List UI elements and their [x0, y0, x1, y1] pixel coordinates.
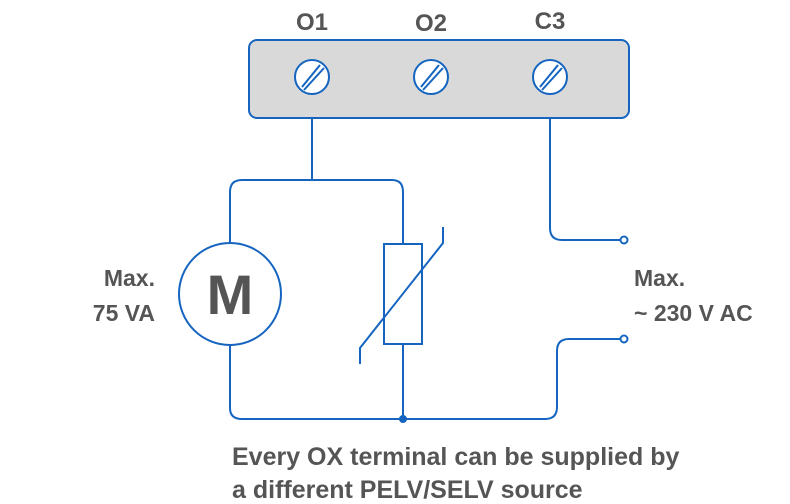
screw-terminal-o1 [294, 59, 330, 95]
terminal-label-c3: C3 [535, 8, 566, 35]
motor-rating-line1: Max. [104, 265, 155, 291]
note-line2: a different PELV/SELV source [232, 476, 583, 504]
supply-label-line2: ~ 230 V AC [634, 300, 753, 326]
motor-letter: M [207, 263, 254, 326]
wire-load-loop [229, 179, 404, 243]
wire-load-return [229, 338, 622, 420]
terminal-label-o2: O2 [415, 10, 447, 37]
junction-dot [399, 415, 407, 423]
supply-terminal-bottom [619, 334, 629, 344]
note-line1: Every OX terminal can be supplied by [232, 443, 679, 471]
screw-terminal-c3 [532, 59, 568, 95]
varistor-symbol [359, 227, 444, 364]
wire-c3-to-supply [549, 118, 622, 241]
terminal-label-o1: O1 [296, 9, 328, 36]
supply-label-line1: Max. [634, 265, 685, 291]
screw-terminal-o2 [413, 59, 449, 95]
motor-symbol: M [178, 242, 282, 346]
supply-terminal-top [619, 235, 629, 245]
motor-rating-line2: 75 VA [93, 300, 155, 326]
